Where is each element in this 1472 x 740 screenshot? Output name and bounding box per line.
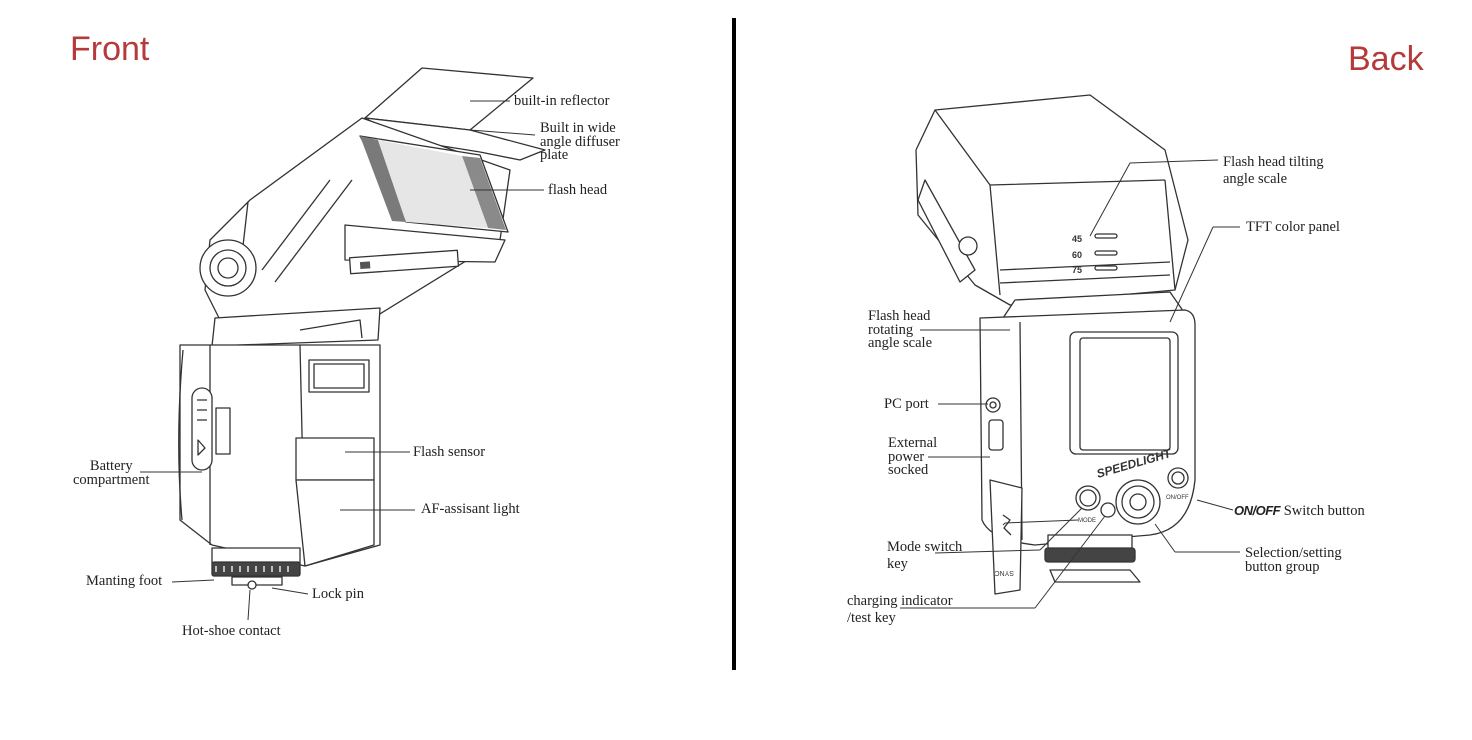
sync-cover: [989, 479, 1023, 595]
label-lock-pin: Lock pin: [312, 586, 364, 602]
label-rotating-scale: Flash head rotating angle scale: [868, 308, 933, 351]
label-tilting-scale: Flash head tilting angle scale: [1223, 154, 1324, 187]
sync-mark: SYNC: [995, 569, 1014, 576]
onoff-bold-text: ON/OFF: [1234, 503, 1281, 518]
onoff-mark: ON/OFF: [1166, 495, 1189, 501]
label-onoff-switch: ON/OFF Switch button: [1234, 504, 1365, 519]
front-heading: Front: [70, 30, 150, 68]
mode-mark: MODE: [1078, 518, 1096, 524]
front-flash-drawing: [178, 67, 546, 590]
label-flash-head: flash head: [548, 182, 608, 198]
scale-45-mark: 45: [1072, 234, 1082, 244]
onoff-button: [1167, 467, 1189, 489]
label-wide-angle-diffuser: Built in wide angle diffuser plate: [540, 120, 620, 163]
label-builtin-reflector: built-in reflector: [514, 93, 610, 109]
label-flash-sensor: Flash sensor: [413, 444, 486, 460]
label-af-assist-light: AF-assisant light: [421, 501, 520, 517]
label-external-power: External power socked: [888, 435, 938, 478]
front-leader-lines: [140, 100, 544, 621]
back-leader-lines: [900, 159, 1240, 609]
label-pc-port: PC port: [884, 396, 929, 412]
label-charging-indicator: charging indicator /test key: [847, 593, 953, 626]
test-button: [1100, 502, 1116, 518]
label-battery-compartment: Battery compartment: [73, 458, 150, 488]
back-flash-drawing: [915, 94, 1196, 595]
scale-75-mark: 75: [1072, 265, 1082, 275]
label-mounting-foot: Manting foot: [86, 573, 163, 589]
label-selection-group: Selection/setting button group: [1245, 545, 1342, 575]
back-heading: Back: [1348, 40, 1424, 78]
onoff-rest-text: Switch button: [1280, 503, 1365, 519]
scale-60-mark: 60: [1072, 250, 1082, 260]
label-hot-shoe-contact: Hot-shoe contact: [182, 623, 281, 639]
label-tft-panel: TFT color panel: [1246, 219, 1340, 235]
label-mode-switch-key: Mode switch key: [887, 539, 963, 572]
